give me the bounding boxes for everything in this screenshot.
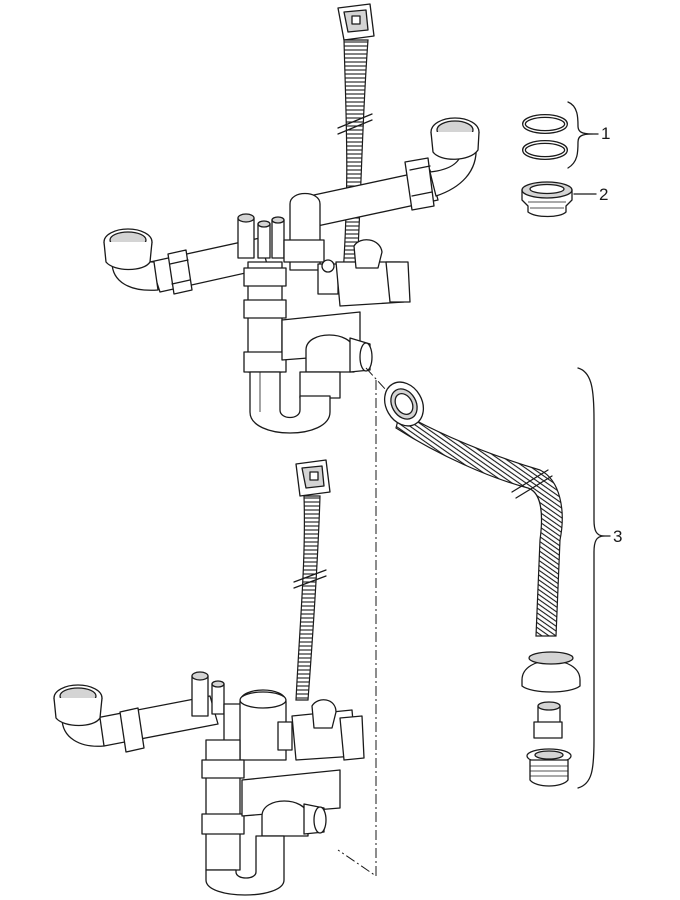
part-3-bracket <box>577 367 605 789</box>
part-2-threaded-ring <box>521 181 573 218</box>
top-overflow-plate <box>337 3 375 41</box>
top-trap-body <box>243 239 411 434</box>
top-right-outlet <box>299 117 480 229</box>
callout-3: 3 <box>613 527 623 546</box>
callout-2: 2 <box>599 185 609 204</box>
bottom-overflow-hose <box>293 495 327 701</box>
callout-1: 1 <box>601 124 611 143</box>
part-1-bracket <box>567 101 593 169</box>
top-siphon-assembly <box>103 3 480 434</box>
bottom-left-outlet <box>53 684 219 753</box>
connection-dash-line <box>337 380 377 877</box>
bottom-connections <box>191 671 365 761</box>
bottom-siphon-assembly <box>53 459 365 896</box>
bottom-overflow-plate <box>295 459 331 497</box>
part-3-flex-hose-kit <box>383 381 581 787</box>
top-connections <box>237 192 325 271</box>
bottom-trap-body <box>201 739 341 896</box>
part-1-o-rings <box>522 114 568 160</box>
